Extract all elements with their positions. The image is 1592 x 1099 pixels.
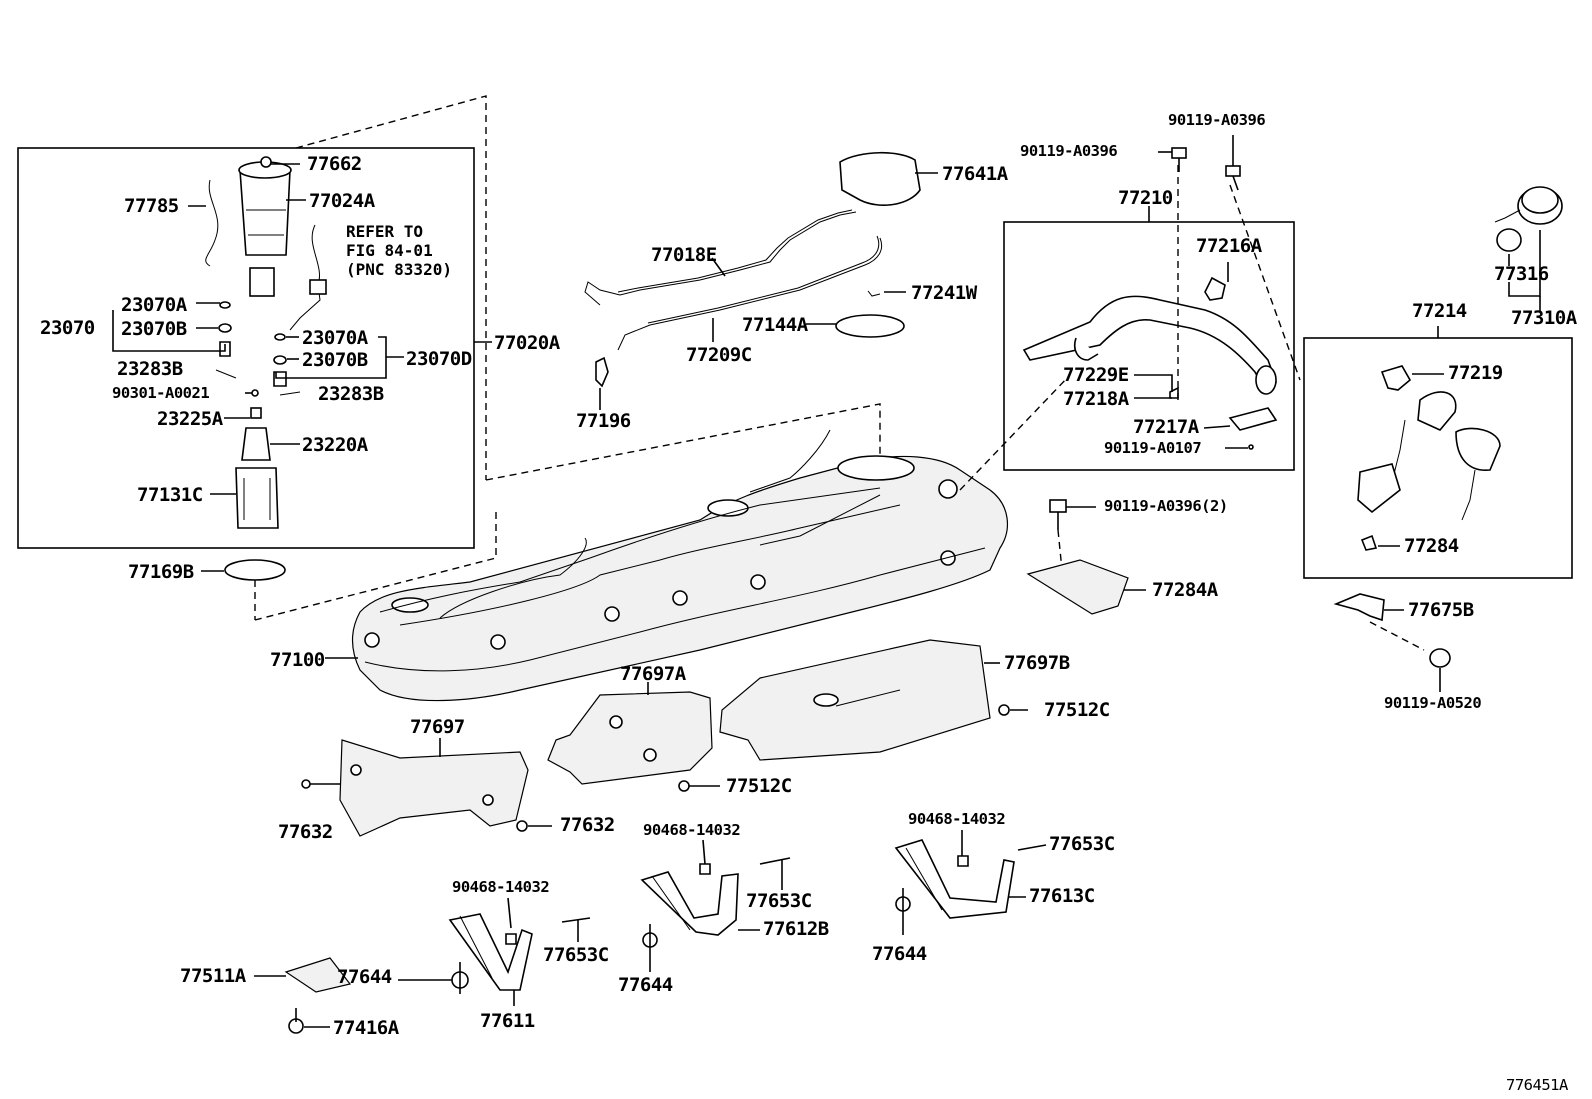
- pad-77511A: [254, 957, 352, 1034]
- label-77169B[interactable]: 77169B: [128, 561, 194, 583]
- pump-projection-line-top: [295, 95, 487, 480]
- label-90119-A0396-a[interactable]: 90119-A0396: [1020, 142, 1118, 160]
- label-90468-14032-a[interactable]: 90468-14032: [452, 878, 550, 896]
- gasket-77169B-shape: [224, 559, 286, 581]
- note-fig-84-01: FIG 84-01: [346, 241, 433, 260]
- label-77131C[interactable]: 77131C: [137, 484, 203, 506]
- label-77653C-c[interactable]: 77653C: [1049, 833, 1115, 855]
- label-77214[interactable]: 77214: [1412, 300, 1467, 322]
- label-23070D[interactable]: 23070D: [406, 348, 472, 370]
- label-77219[interactable]: 77219: [1448, 362, 1503, 384]
- strap-77612B: [640, 839, 791, 972]
- label-77662[interactable]: 77662: [307, 153, 362, 175]
- strap-77611: [398, 897, 591, 1006]
- label-23220A[interactable]: 23220A: [302, 434, 368, 456]
- strap-77613C: [894, 830, 1047, 935]
- label-77284A[interactable]: 77284A: [1152, 579, 1218, 601]
- label-23225A[interactable]: 23225A: [157, 408, 223, 430]
- label-77641A[interactable]: 77641A: [942, 163, 1008, 185]
- label-77612B[interactable]: 77612B: [763, 918, 829, 940]
- label-77018E[interactable]: 77018E: [651, 244, 717, 266]
- label-77416A[interactable]: 77416A: [333, 1017, 399, 1039]
- label-77512C-a[interactable]: 77512C: [1044, 699, 1110, 721]
- label-90119-A0396-b[interactable]: 90119-A0396: [1168, 111, 1266, 129]
- label-90468-14032-c[interactable]: 90468-14032: [908, 810, 1006, 828]
- label-77632-b[interactable]: 77632: [560, 814, 615, 836]
- fuel-pump-module-frame: [17, 147, 475, 549]
- label-23070[interactable]: 23070: [40, 317, 95, 339]
- label-77218A[interactable]: 77218A: [1063, 388, 1129, 410]
- label-77697A[interactable]: 77697A: [620, 663, 686, 685]
- label-77217A[interactable]: 77217A: [1133, 416, 1199, 438]
- filler-pipe: [1022, 276, 1278, 450]
- label-77209C[interactable]: 77209C: [686, 344, 752, 366]
- filler-pipe-leaders: [1134, 262, 1248, 449]
- label-77196[interactable]: 77196: [576, 410, 631, 432]
- label-77644-c[interactable]: 77644: [872, 943, 927, 965]
- label-77310A[interactable]: 77310A: [1511, 307, 1577, 329]
- label-77316[interactable]: 77316: [1494, 263, 1549, 285]
- heat-protector-77697A: [547, 682, 720, 792]
- label-77632-a[interactable]: 77632: [278, 821, 333, 843]
- label-77144A[interactable]: 77144A: [742, 314, 808, 336]
- label-77512C-b[interactable]: 77512C: [726, 775, 792, 797]
- note-refer-to: REFER TO: [346, 222, 424, 241]
- heat-protector-77697B: [719, 639, 1028, 761]
- label-23283B-left[interactable]: 23283B: [117, 358, 183, 380]
- label-90301-A0021[interactable]: 90301-A0021: [112, 384, 210, 402]
- filler-to-tank-dashed: [959, 374, 1071, 491]
- label-23283B-right[interactable]: 23283B: [318, 383, 384, 405]
- label-77644-b[interactable]: 77644: [618, 974, 673, 996]
- heat-protector-77697: [301, 738, 552, 837]
- label-90468-14032-b[interactable]: 90468-14032: [643, 821, 741, 839]
- label-77024A[interactable]: 77024A: [309, 190, 375, 212]
- label-23070A-right[interactable]: 23070A: [302, 327, 368, 349]
- label-77644-a[interactable]: 77644: [337, 966, 392, 988]
- bolt-dashed-line-2: [1229, 184, 1301, 381]
- pump-projection-line-right: [485, 403, 881, 481]
- vent-lines: [584, 151, 938, 410]
- label-77653C-b[interactable]: 77653C: [746, 890, 812, 912]
- label-77653C-a[interactable]: 77653C: [543, 944, 609, 966]
- label-77100[interactable]: 77100: [270, 649, 325, 671]
- label-23070B-left[interactable]: 23070B: [121, 318, 187, 340]
- fuel-pump-assembly: [205, 156, 327, 529]
- plate-77284A: [1026, 499, 1146, 615]
- label-77216A[interactable]: 77216A: [1196, 235, 1262, 257]
- pump-projection-line-bottom: [254, 512, 497, 621]
- label-90119-A0520[interactable]: 90119-A0520: [1384, 694, 1482, 712]
- pump-leader-lines: [112, 163, 492, 572]
- label-77284[interactable]: 77284: [1404, 535, 1459, 557]
- label-77697[interactable]: 77697: [410, 716, 465, 738]
- label-77210[interactable]: 77210: [1118, 187, 1173, 209]
- label-77229E[interactable]: 77229E: [1063, 364, 1129, 386]
- note-pnc-83320: (PNC 83320): [346, 260, 452, 279]
- label-90119-A0396-2[interactable]: 90119-A0396(2): [1104, 497, 1228, 515]
- label-77511A[interactable]: 77511A: [180, 965, 246, 987]
- filler-neck: [1357, 365, 1501, 551]
- bracket-77675B: [1333, 593, 1451, 692]
- label-77675B[interactable]: 77675B: [1408, 599, 1474, 621]
- label-77613C[interactable]: 77613C: [1029, 885, 1095, 907]
- label-90119-A0107[interactable]: 90119-A0107: [1104, 439, 1202, 457]
- bolts-90119-a0396: [1158, 135, 1241, 191]
- label-77611[interactable]: 77611: [480, 1010, 535, 1032]
- label-77785[interactable]: 77785: [124, 195, 179, 217]
- diagram-id: 776451A: [1506, 1076, 1568, 1094]
- fuel-tank-shape: [351, 429, 1008, 702]
- label-23070B-right[interactable]: 23070B: [302, 349, 368, 371]
- label-23070A-left[interactable]: 23070A: [121, 294, 187, 316]
- label-77697B[interactable]: 77697B: [1004, 652, 1070, 674]
- label-77020A[interactable]: 77020A: [494, 332, 560, 354]
- fuel-cap: [1494, 186, 1563, 312]
- label-77241W[interactable]: 77241W: [911, 282, 977, 304]
